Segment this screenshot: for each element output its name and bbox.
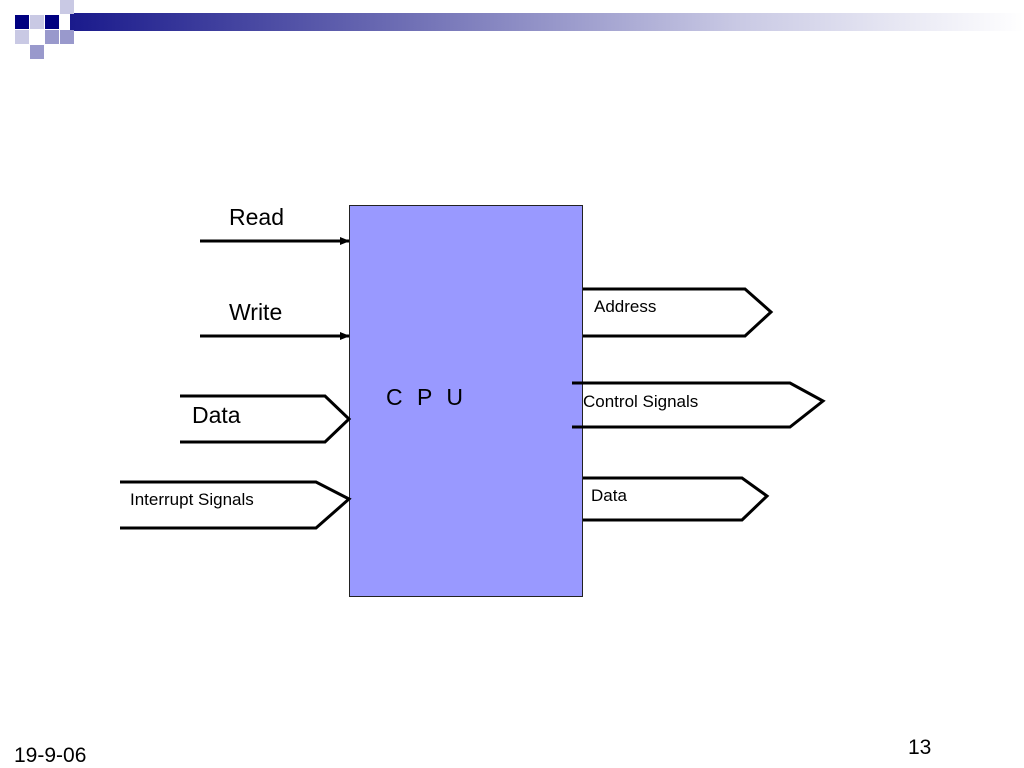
interrupt-signals-label: Interrupt Signals xyxy=(130,490,254,509)
data-in-bus-arrow xyxy=(180,394,352,444)
write-label: Write xyxy=(229,299,283,325)
cpu-block xyxy=(349,205,583,597)
data-in-label: Data xyxy=(192,402,241,428)
control-signals-label: Control Signals xyxy=(583,392,699,411)
address-bus-arrow xyxy=(583,287,774,338)
read-label: Read xyxy=(229,204,284,230)
page-number: 13 xyxy=(908,736,932,759)
interrupt-signals-bus-arrow xyxy=(120,480,352,530)
control-signals-bus-arrow xyxy=(572,381,826,429)
data-out-label: Data xyxy=(591,486,627,505)
header-gradient-bar xyxy=(70,13,1024,31)
address-label: Address xyxy=(594,297,657,316)
cpu-label: C P U xyxy=(386,384,467,410)
footer-date: 19-9-06 xyxy=(14,744,87,767)
data-out-bus-arrow xyxy=(583,476,770,522)
